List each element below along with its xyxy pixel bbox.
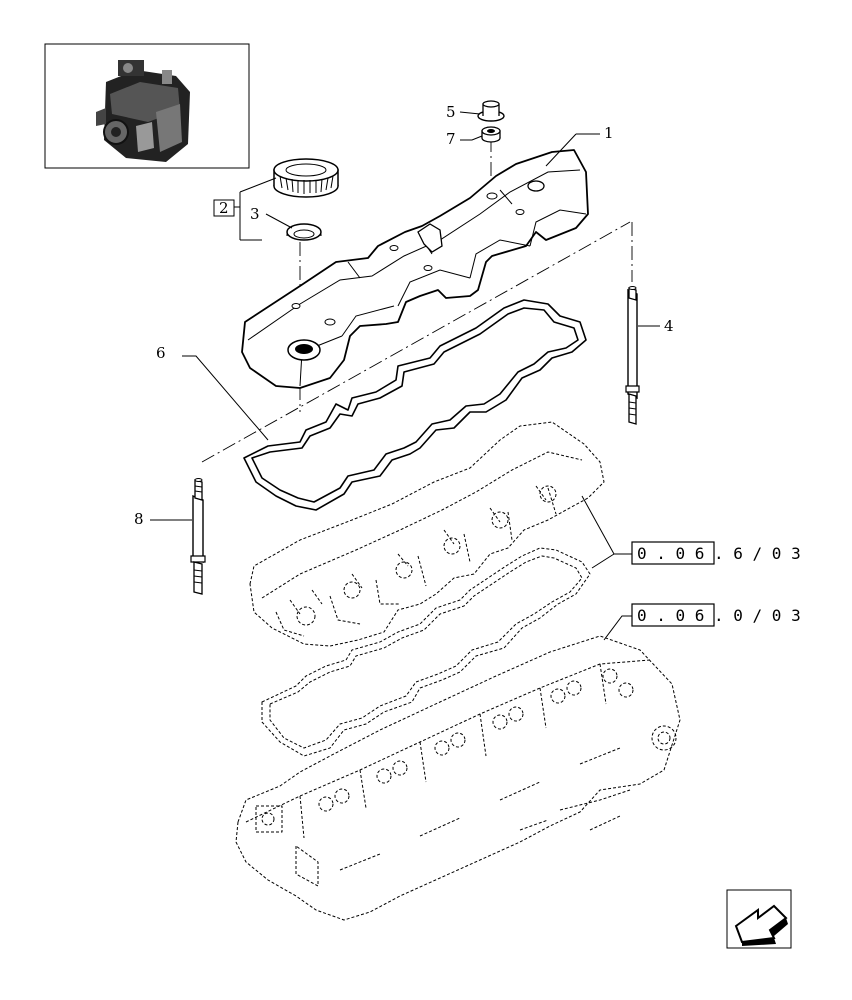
reference-2-suffix: . 0 / 0 3: [714, 606, 801, 625]
reference-2-boxed: 0 . 0 6: [637, 606, 704, 625]
reference-1-boxed: 0 . 0 6: [637, 544, 704, 563]
leader-ref2: [603, 615, 632, 641]
leader-2: [234, 177, 277, 241]
cylinder-head-phantom: [235, 421, 681, 921]
reference-link-2[interactable]: 0 . 0 6 . 0 / 0 3: [631, 603, 801, 627]
callout-4: 4: [664, 317, 674, 335]
callout-7: 7: [446, 130, 456, 148]
callout-8: 8: [134, 510, 144, 528]
stud-part-8[interactable]: [190, 478, 206, 595]
cap-seal-part[interactable]: [286, 223, 322, 241]
leader-ref1: [581, 495, 632, 569]
engine-thumbnail-icon[interactable]: [44, 43, 250, 169]
callout-5: 5: [446, 103, 456, 121]
center-line: [201, 221, 631, 463]
stud-part-4[interactable]: [625, 286, 640, 425]
next-page-arrow-icon[interactable]: [726, 889, 792, 949]
leader-3: [265, 213, 293, 229]
valve-cover-part[interactable]: [241, 149, 589, 389]
leader-5: [459, 111, 481, 115]
grommet-part[interactable]: [481, 126, 501, 143]
oil-filler-cap-part[interactable]: [273, 158, 339, 198]
nut-part[interactable]: [477, 100, 505, 122]
leader-lines: [150, 111, 660, 641]
leader-7: [460, 135, 483, 141]
leader-6: [182, 355, 269, 441]
callout-6: 6: [156, 344, 166, 362]
reference-1-suffix: . 6 / 0 3: [714, 544, 801, 563]
callout-2: 2: [219, 199, 229, 217]
callout-3: 3: [250, 205, 260, 223]
cover-gasket-part[interactable]: [243, 299, 587, 511]
reference-link-1[interactable]: 0 . 0 6 . 6 / 0 3: [631, 541, 801, 565]
callout-1: 1: [604, 124, 614, 142]
